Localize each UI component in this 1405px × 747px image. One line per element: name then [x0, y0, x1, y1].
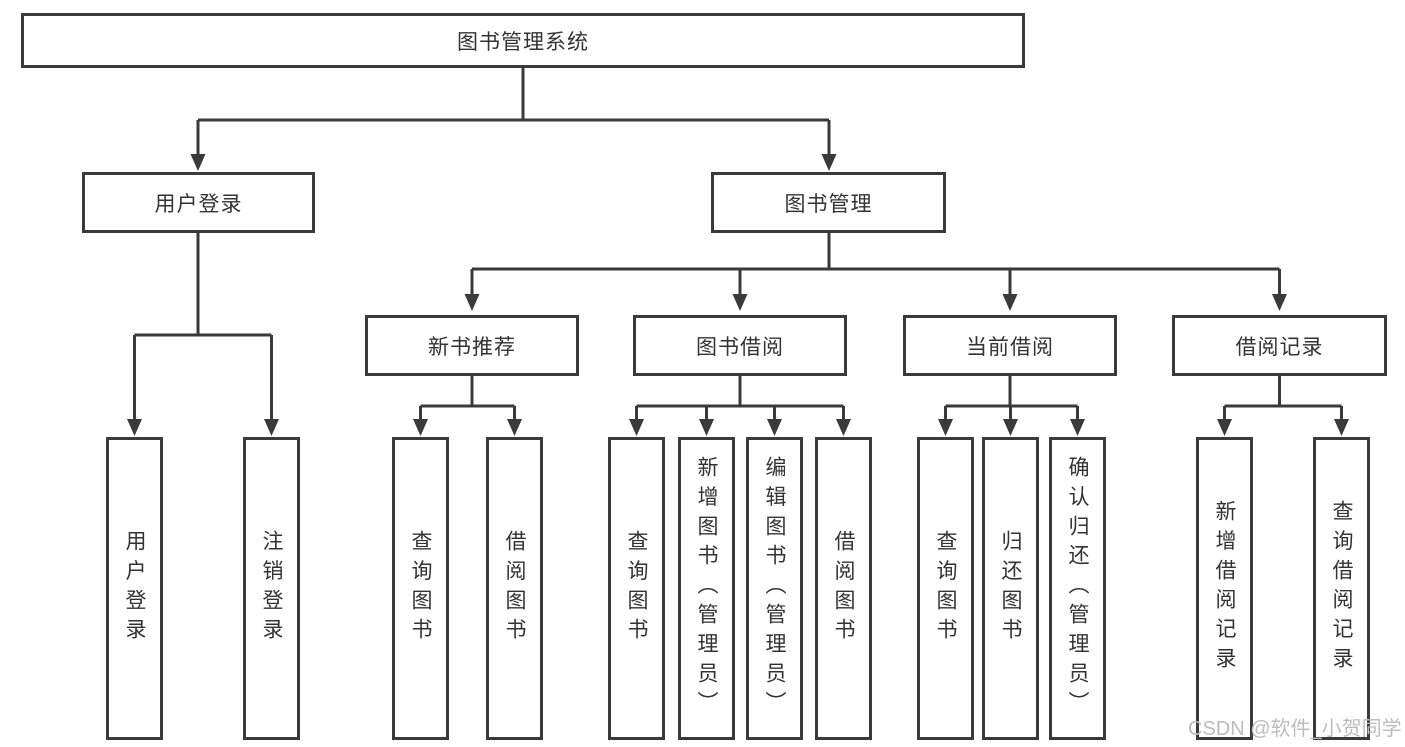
node-label: 借阅记录 [1235, 335, 1324, 359]
node-book-management: 图书管理 [711, 172, 946, 233]
node-library-management-system: 图书管理系统 [21, 13, 1025, 68]
node-label: 图书管理 [784, 192, 873, 216]
node-query-borrow-record: 查询借阅记录 [1313, 437, 1370, 740]
node-query-books-recommendation: 查询图书 [392, 437, 449, 740]
node-borrow-books: 借阅图书 [815, 437, 872, 740]
node-label: 查询借阅记录 [1330, 500, 1353, 677]
node-label: 借阅图书 [832, 529, 855, 648]
node-borrowing-records: 借阅记录 [1172, 315, 1387, 376]
node-user-login-group: 用户登录 [82, 172, 315, 233]
node-add-book-admin: 新增图书（管理员） [678, 437, 735, 740]
node-book-borrowing: 图书借阅 [633, 315, 847, 376]
node-current-borrowing: 当前借阅 [903, 315, 1117, 376]
node-confirm-return-admin: 确认归还（管理员） [1049, 437, 1106, 740]
node-label: 查询图书 [409, 529, 432, 648]
node-label: 归还图书 [999, 529, 1022, 648]
node-label: 图书借阅 [696, 335, 784, 359]
node-new-book-recommendation: 新书推荐 [365, 315, 579, 376]
arrowheads [127, 154, 1349, 436]
node-user-login: 用户登录 [106, 437, 163, 740]
node-label: 图书管理系统 [457, 30, 589, 54]
node-logout: 注销登录 [243, 437, 300, 740]
node-query-books-borrowing: 查询图书 [608, 437, 665, 740]
node-label: 编辑图书（管理员） [763, 456, 786, 721]
node-label: 新增借阅记录 [1213, 500, 1236, 677]
node-label: 新书推荐 [428, 335, 516, 359]
node-return-books: 归还图书 [982, 437, 1039, 740]
node-label: 注销登录 [260, 529, 283, 648]
node-label: 用户登录 [123, 529, 146, 648]
node-label: 查询图书 [625, 529, 648, 648]
csdn-watermark: CSDN @软件_小贺同学 [1188, 718, 1402, 740]
node-label: 查询图书 [934, 529, 957, 648]
node-label: 确认归还（管理员） [1066, 456, 1089, 721]
node-label: 用户登录 [154, 192, 243, 216]
node-query-books-current: 查询图书 [917, 437, 974, 740]
node-edit-book-admin: 编辑图书（管理员） [746, 437, 803, 740]
node-label: 借阅图书 [503, 529, 526, 648]
node-borrow-books-recommendation: 借阅图书 [486, 437, 543, 740]
node-label: 当前借阅 [966, 335, 1054, 359]
connector-path [133, 68, 1343, 422]
node-label: 新增图书（管理员） [695, 456, 718, 721]
node-add-borrow-record: 新增借阅记录 [1196, 437, 1253, 740]
